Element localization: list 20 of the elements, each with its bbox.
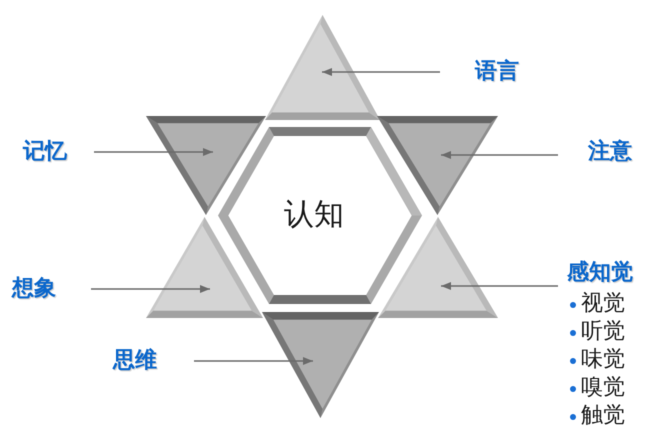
arrow	[91, 285, 210, 293]
arrow	[441, 151, 558, 159]
arrow	[94, 148, 213, 156]
arrow	[194, 357, 313, 365]
arrow	[322, 68, 440, 76]
concept-label: 想象	[12, 276, 56, 302]
list-item: 听觉	[581, 319, 625, 344]
concept-label: 记忆	[23, 139, 67, 165]
list-item: 嗅觉	[581, 375, 625, 400]
arrow	[441, 282, 558, 290]
concept-label: 感知觉	[567, 260, 633, 286]
concept-label: 思维	[113, 348, 157, 374]
concept-label: 语言	[475, 59, 519, 85]
list-item: 视觉	[581, 291, 625, 316]
triangle	[262, 312, 379, 418]
list-item: 味觉	[581, 347, 625, 372]
concept-label: 注意	[588, 139, 632, 165]
center-label: 认知	[284, 198, 344, 232]
list-item: 触觉	[581, 403, 625, 428]
triangle	[265, 15, 380, 120]
